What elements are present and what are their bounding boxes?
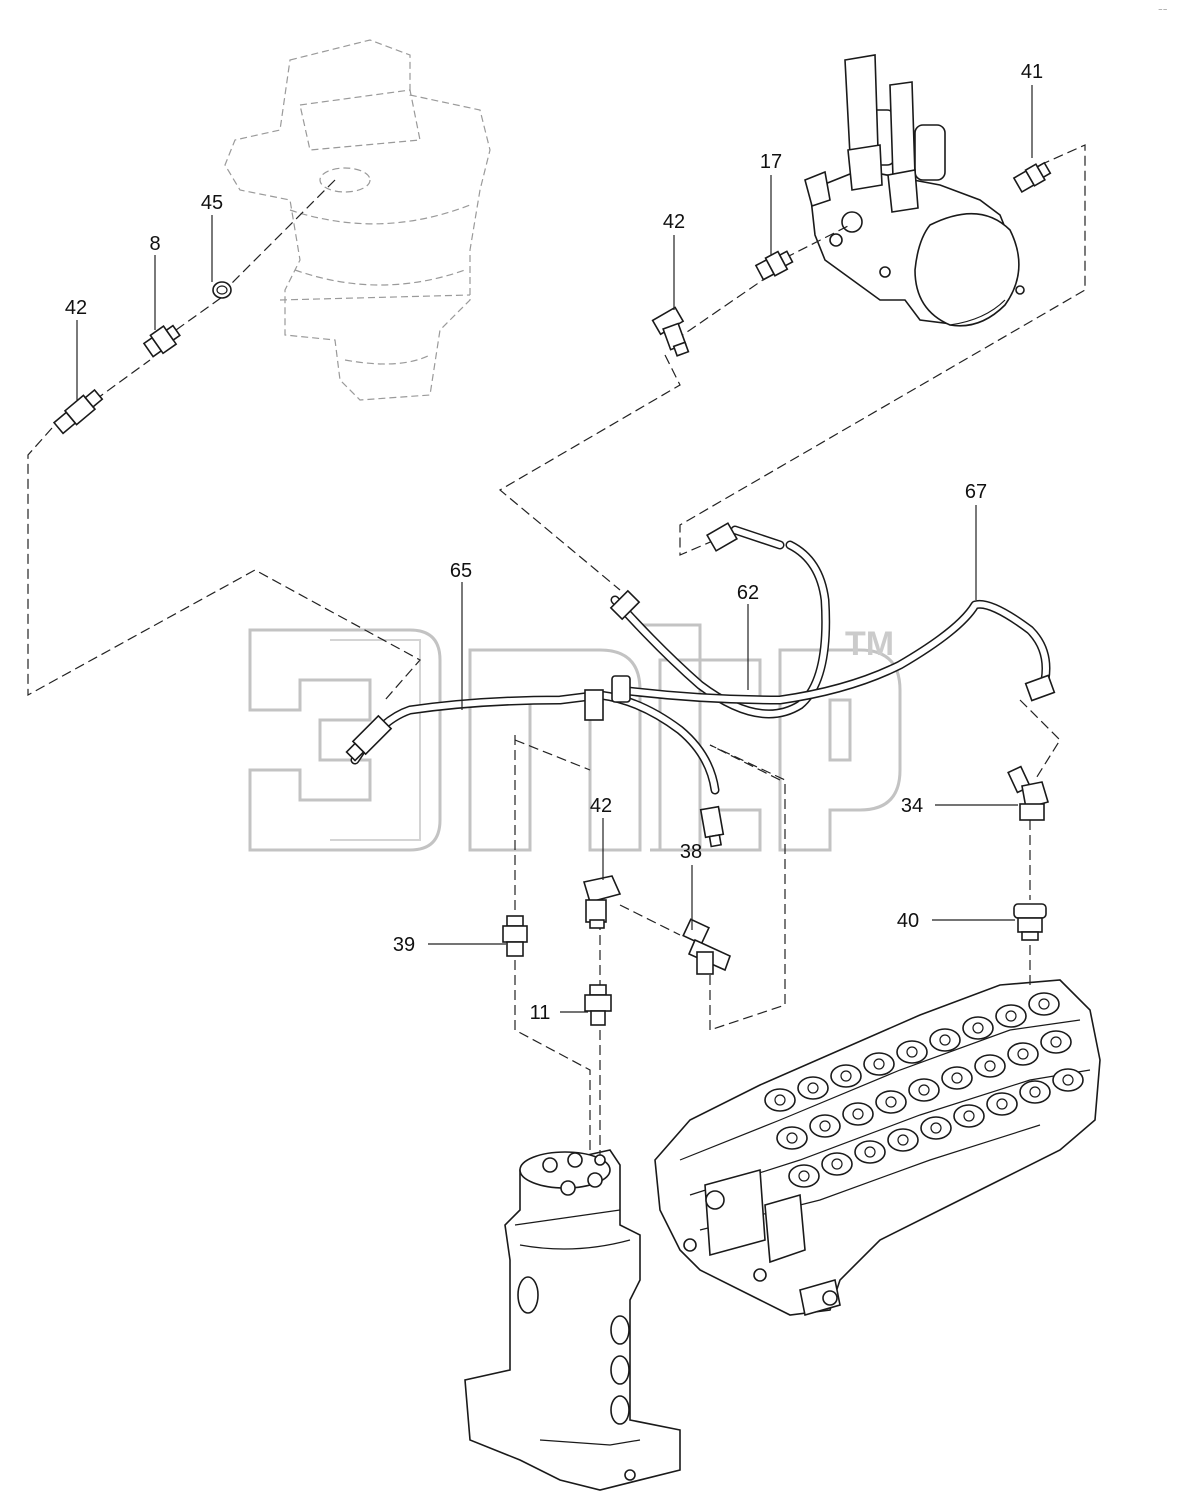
- callout-42-mid: 42: [590, 795, 612, 817]
- valve-spool-boss: [896, 1040, 928, 1064]
- valve-spool-boss: [776, 1126, 808, 1150]
- watermark-trademark: TM: [845, 625, 894, 663]
- fittings: [52, 161, 1052, 1026]
- valve-spool-boss: [995, 1004, 1027, 1028]
- callout-34: 34: [901, 795, 923, 817]
- valve-spool-boss: [821, 1152, 853, 1176]
- callout-67: 67: [965, 481, 987, 503]
- valve-spool-boss: [764, 1088, 796, 1112]
- valve-spool-port: [930, 1122, 942, 1134]
- valve-spool-boss: [1028, 992, 1060, 1016]
- valve-spool-port: [906, 1046, 918, 1058]
- valve-spool-port: [1062, 1074, 1074, 1086]
- solenoid-valve: [804, 54, 1025, 327]
- valve-spool-boss: [1007, 1042, 1039, 1066]
- valve-spool-port: [852, 1108, 864, 1120]
- valve-spool-boss: [863, 1052, 895, 1076]
- fitting-40: [1013, 903, 1047, 941]
- valve-spool-port: [840, 1070, 852, 1082]
- callout-38: 38: [680, 841, 702, 863]
- routing-lines: [27, 144, 1086, 1155]
- valve-spool-port: [951, 1072, 963, 1084]
- valve-spool-port: [885, 1096, 897, 1108]
- valve-spool-boss: [962, 1016, 994, 1040]
- valve-spool-boss: [809, 1114, 841, 1138]
- valve-spool-port: [864, 1146, 876, 1158]
- callouts: 41 17 42 45 8 42 67 65 62 34 42 38 40 39…: [65, 61, 1043, 1024]
- callout-42-left: 42: [65, 297, 87, 319]
- valve-spool-boss: [875, 1090, 907, 1114]
- valve-spool-port: [819, 1120, 831, 1132]
- callout-65: 65: [450, 560, 472, 582]
- fitting-8: [142, 324, 181, 358]
- fitting-34: [1007, 765, 1050, 821]
- fitting-42-top: [651, 306, 690, 357]
- fitting-38: [682, 918, 732, 975]
- valve-spool-boss: [842, 1102, 874, 1126]
- valve-spool-boss: [953, 1104, 985, 1128]
- callout-42-top: 42: [663, 211, 685, 233]
- valve-spool-boss: [908, 1078, 940, 1102]
- valve-spool-port: [897, 1134, 909, 1146]
- fitting-42-mid: [582, 875, 622, 929]
- valve-spool-port: [1050, 1036, 1062, 1048]
- valve-spool-port: [1029, 1086, 1041, 1098]
- valve-spool-port: [939, 1034, 951, 1046]
- valve-spool-port: [963, 1110, 975, 1122]
- swivel-joint: [464, 1149, 681, 1491]
- corner-mark: ⁻⁻: [1158, 6, 1168, 16]
- fitting-41: [1012, 161, 1052, 194]
- callout-62: 62: [737, 582, 759, 604]
- valve-spool-port: [774, 1094, 786, 1106]
- control-valve: [654, 979, 1101, 1317]
- callout-11: 11: [530, 1002, 551, 1024]
- valve-spool-boss: [1040, 1030, 1072, 1054]
- valve-spool-boss: [854, 1140, 886, 1164]
- watermark: TM: [248, 623, 902, 852]
- valve-spool-boss: [887, 1128, 919, 1152]
- fitting-17: [754, 250, 794, 281]
- valve-spool-port: [1017, 1048, 1029, 1060]
- valve-spool-port: [1005, 1010, 1017, 1022]
- valve-spool-boss: [929, 1028, 961, 1052]
- valve-spool-port: [798, 1170, 810, 1182]
- valve-spool-port: [996, 1098, 1008, 1110]
- oring-45: [212, 281, 232, 299]
- fitting-11: [584, 984, 612, 1026]
- valve-spool-port: [786, 1132, 798, 1144]
- valve-spool-port: [873, 1058, 885, 1070]
- valve-spool-boss: [974, 1054, 1006, 1078]
- callout-17: 17: [760, 151, 782, 173]
- valve-spool-boss: [920, 1116, 952, 1140]
- valve-spool-boss: [1052, 1068, 1084, 1092]
- valve-spool-boss: [941, 1066, 973, 1090]
- valve-spool-port: [972, 1022, 984, 1034]
- callout-45: 45: [201, 192, 223, 214]
- valve-spool-port: [918, 1084, 930, 1096]
- valve-spool-port: [1038, 998, 1050, 1010]
- valve-spool-port: [807, 1082, 819, 1094]
- callout-40: 40: [897, 910, 919, 932]
- hoses: [345, 522, 1056, 848]
- valve-spool-boss: [797, 1076, 829, 1100]
- valve-spool-boss: [830, 1064, 862, 1088]
- fitting-42-left: [52, 388, 104, 435]
- valve-spool-boss: [986, 1092, 1018, 1116]
- valve-spool-boss: [1019, 1080, 1051, 1104]
- valve-spool-boss: [788, 1164, 820, 1188]
- callout-41: 41: [1021, 61, 1043, 83]
- ghost-top-left-motor: [224, 39, 491, 401]
- valve-spool-port: [984, 1060, 996, 1072]
- valve-spool-port: [831, 1158, 843, 1170]
- callout-39: 39: [393, 934, 415, 956]
- callout-8: 8: [149, 233, 160, 255]
- fitting-39: [502, 915, 528, 957]
